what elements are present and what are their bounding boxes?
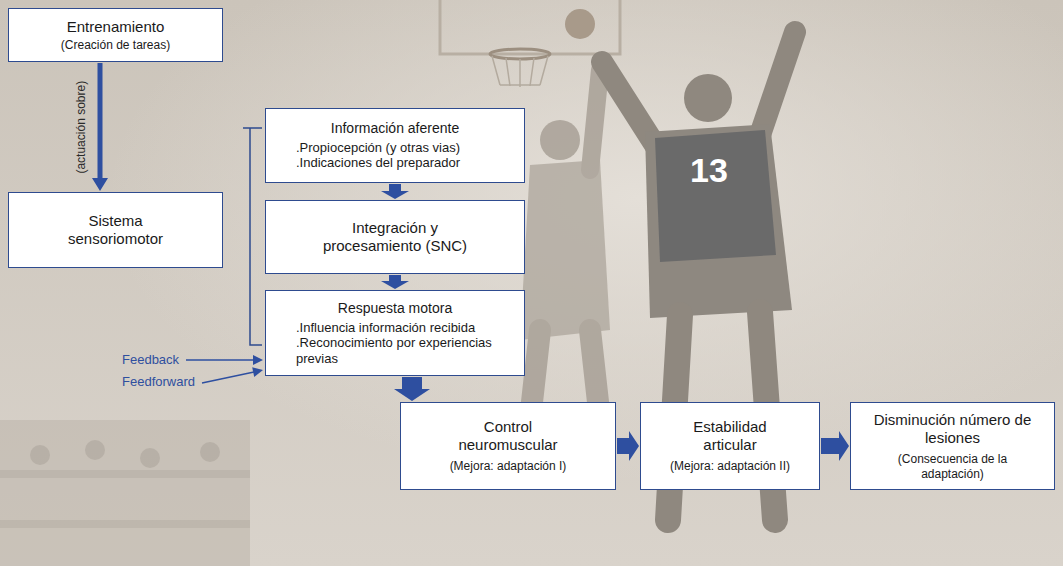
process-box: Información aferente .Propiocepción (y ot… (265, 108, 525, 183)
node-heading: Información aferente (274, 120, 516, 137)
hoop-ring (490, 49, 550, 59)
node-heading: Estabilidad articular (675, 418, 785, 454)
player-body (645, 124, 792, 318)
node-heading: Respuesta motora (274, 300, 516, 317)
backboard (440, 0, 620, 54)
player-head (540, 120, 580, 160)
node-heading: Disminución número de lesiones (868, 411, 1038, 447)
node-text: (Mejora: adaptación II) (649, 459, 811, 473)
arrow-head (253, 355, 263, 365)
process-box: Respuesta motora .Influencia información … (265, 290, 525, 376)
process-box: Entrenamiento (Creación de tareas) (8, 8, 223, 62)
process-box: Control neuromuscular (Mejora: adaptación… (400, 402, 616, 490)
flow-arrow (381, 184, 409, 199)
player-arm (590, 70, 600, 170)
bleacher-band (0, 420, 250, 566)
bleacher-band (0, 520, 250, 528)
flow-arrow (821, 431, 849, 461)
node-text: (Creación de tareas) (17, 38, 214, 52)
node-text: .Indicaciones del preparador (274, 155, 516, 171)
player-left (520, 70, 610, 420)
feedback-arrows (186, 355, 263, 383)
node-heading: Entrenamiento (17, 18, 214, 36)
node-heading: Sistema sensoriomotor (61, 212, 171, 248)
bleacher-band (0, 470, 250, 478)
node-heading: Integración y procesamiento (SNC) (315, 219, 475, 255)
flow-arrow (394, 377, 430, 401)
jersey-number: 13 (690, 150, 728, 191)
node-text: (Mejora: adaptación I) (409, 459, 607, 473)
player-jersey (655, 130, 776, 262)
node-heading: Control neuromuscular (448, 418, 568, 454)
group-bracket (243, 128, 262, 345)
bracket (243, 128, 262, 345)
leader-line (202, 372, 254, 383)
node-text: (Consecuencia de la adaptación) (878, 452, 1028, 481)
edge-label: (actuación sobre) (74, 81, 88, 174)
node-text: .Influencia información recibida (274, 320, 516, 336)
flow-arrow (617, 431, 639, 461)
arrow-head (252, 367, 263, 377)
spectator (30, 445, 50, 465)
node-text: .Reconocimiento por experiencias previas (274, 335, 516, 366)
annotation-label: Feedback (122, 352, 179, 368)
hoop-net (492, 56, 548, 87)
process-box: Integración y procesamiento (SNC) (265, 200, 525, 274)
process-box: Estabilidad articular (Mejora: adaptación… (640, 402, 820, 490)
annotation-label: Feedforward (122, 374, 195, 390)
leader-line (186, 359, 254, 361)
spectator (200, 442, 220, 462)
flow-arrow (92, 63, 108, 191)
bleachers (0, 420, 250, 566)
player-body (520, 160, 610, 340)
spectator (85, 440, 105, 460)
node-text: .Propiocepción (y otras vias) (274, 140, 516, 156)
ball (565, 9, 595, 39)
spectator (140, 448, 160, 468)
flow-arrow (381, 275, 409, 289)
player-head (684, 74, 732, 122)
process-box: Sistema sensoriomotor (8, 192, 223, 268)
process-box: Disminución número de lesiones (Consecuen… (850, 402, 1055, 490)
